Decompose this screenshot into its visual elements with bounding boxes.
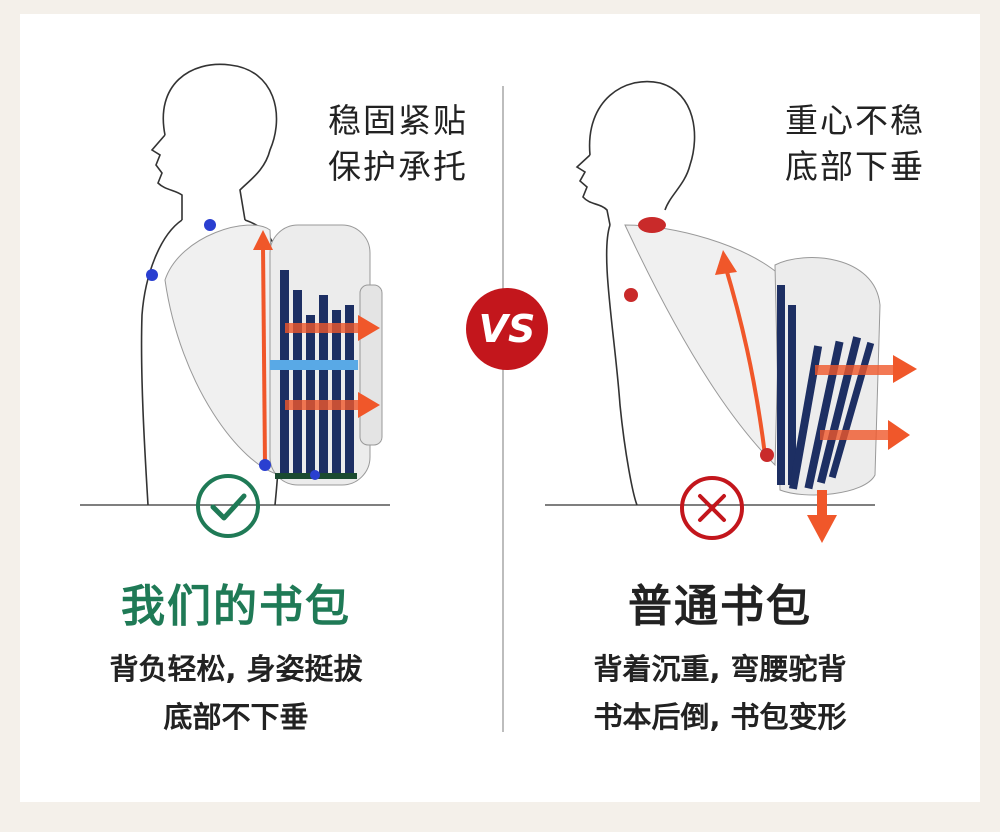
shoulder-strap [624, 224, 781, 467]
left-subtitle: 背负轻松, 身姿挺拔 底部不下垂 [16, 645, 456, 741]
left-caption: 稳固紧贴 保护承托 [328, 98, 468, 190]
books [777, 285, 875, 490]
push-arrows [285, 315, 380, 418]
bad-backpack-illustration [545, 80, 917, 543]
compression-strap [270, 360, 358, 370]
push-arrows [807, 355, 917, 543]
right-caption-line: 底部下垂 [785, 147, 925, 186]
right-subtitle-line: 背着沉重, 弯腰驼背 [593, 652, 847, 686]
left-caption-line: 稳固紧贴 [328, 101, 468, 140]
left-caption-line: 保护承托 [328, 147, 468, 186]
check-circle-icon [196, 474, 260, 538]
right-caption-line: 重心不稳 [785, 101, 925, 140]
right-title: 普通书包 [628, 581, 812, 632]
right-subtitle-line: 书本后倒, 书包变形 [593, 700, 847, 734]
head-outline [162, 63, 278, 221]
divider [502, 86, 504, 732]
x-circle-icon [680, 476, 744, 540]
right-caption: 重心不稳 底部下垂 [785, 98, 925, 190]
vs-badge: VS [466, 288, 548, 370]
left-subtitle-line: 背负轻松, 身姿挺拔 [109, 652, 363, 686]
left-subtitle-line: 底部不下垂 [163, 700, 309, 734]
head-outline [588, 80, 696, 211]
books [280, 270, 354, 475]
left-title: 我们的书包 [121, 581, 351, 632]
good-backpack-illustration [80, 63, 390, 506]
right-subtitle: 背着沉重, 弯腰驼背 书本后倒, 书包变形 [500, 645, 940, 741]
